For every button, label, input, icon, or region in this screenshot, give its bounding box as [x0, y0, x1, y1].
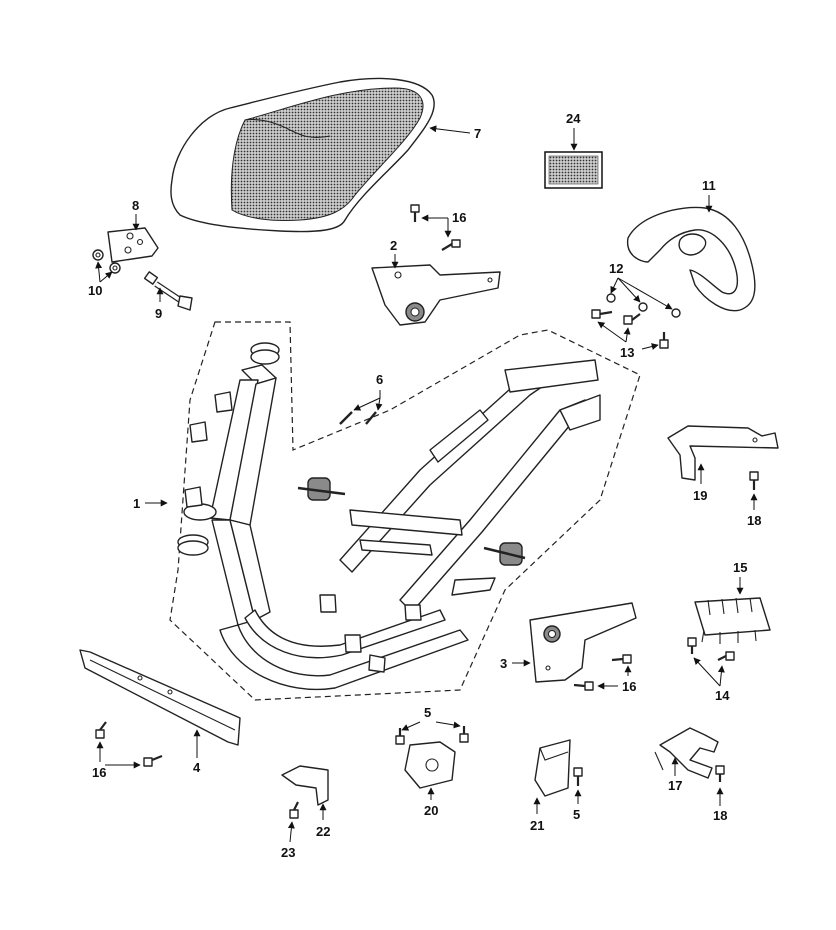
- seat-part[interactable]: [170, 77, 435, 233]
- callout-16-right: 16: [597, 665, 636, 694]
- screw-part-18-lower[interactable]: [715, 765, 725, 782]
- bolt-part[interactable]: [143, 271, 193, 311]
- callout-label-21: 21: [530, 818, 544, 833]
- screw-part-right[interactable]: [573, 654, 632, 691]
- cross-bar-part[interactable]: [79, 649, 241, 746]
- screw-part-14[interactable]: [687, 637, 735, 661]
- callout-1: 1: [133, 496, 168, 511]
- bracket-part-17[interactable]: [654, 727, 719, 779]
- callout-label-18: 18: [713, 808, 727, 823]
- callout-label-1: 1: [133, 496, 140, 511]
- callout-16-left: 16: [92, 741, 141, 780]
- callout-9: 9: [155, 287, 164, 321]
- callout-label-16: 16: [622, 679, 636, 694]
- mount-plate-part[interactable]: [404, 741, 456, 789]
- nut-part[interactable]: [92, 249, 121, 274]
- pin-part[interactable]: [339, 411, 377, 425]
- frame-assembly-boundary: [169, 321, 641, 701]
- callout-12: 12: [609, 261, 673, 310]
- screw-part-5-right[interactable]: [573, 767, 583, 786]
- callout-18-lower: 18: [713, 787, 727, 823]
- callout-2: 2: [390, 238, 399, 269]
- bracket-part-19[interactable]: [667, 425, 779, 481]
- screw-part-18-upper[interactable]: [749, 471, 759, 490]
- callout-label-5: 5: [424, 705, 431, 720]
- callout-label-13: 13: [620, 345, 634, 360]
- callout-label-15: 15: [733, 560, 747, 575]
- clip-bracket-part[interactable]: [281, 765, 329, 806]
- callout-23: 23: [281, 821, 295, 860]
- screw-part-13[interactable]: [591, 309, 669, 349]
- callout-14: 14: [693, 657, 730, 703]
- side-cover-part-2[interactable]: [371, 264, 501, 326]
- callout-label-16: 16: [452, 210, 466, 225]
- screw-part[interactable]: [410, 204, 461, 251]
- callout-11: 11: [702, 178, 716, 213]
- callout-label-2: 2: [390, 238, 397, 253]
- callout-24: 24: [566, 111, 581, 151]
- callout-21: 21: [530, 797, 544, 833]
- callout-label-6: 6: [376, 372, 383, 387]
- callout-label-9: 9: [155, 306, 162, 321]
- callout-label-3: 3: [500, 656, 507, 671]
- main-frame-part[interactable]: [177, 342, 601, 691]
- callout-18-upper: 18: [747, 493, 761, 528]
- callout-3: 3: [500, 656, 531, 671]
- callout-17: 17: [668, 757, 682, 793]
- seat-hinge-bracket-part[interactable]: [107, 227, 159, 263]
- callout-label-12: 12: [609, 261, 623, 276]
- callout-label-20: 20: [424, 803, 438, 818]
- callout-label-11: 11: [702, 178, 716, 193]
- callout-22: 22: [316, 803, 330, 839]
- label-sticker-part[interactable]: [544, 151, 603, 189]
- screw-part-5[interactable]: [395, 726, 469, 745]
- callout-5-right: 5: [573, 789, 582, 822]
- washer-part[interactable]: [606, 293, 681, 318]
- callout-19: 19: [693, 463, 707, 503]
- cover-bracket-part[interactable]: [534, 739, 571, 797]
- callout-5-left: 5: [401, 705, 461, 731]
- callout-label-8: 8: [132, 198, 139, 213]
- callout-label-22: 22: [316, 824, 330, 839]
- callout-label-16: 16: [92, 765, 106, 780]
- callout-6: 6: [353, 372, 383, 411]
- callout-4: 4: [193, 729, 201, 775]
- callout-8: 8: [132, 198, 140, 231]
- callout-13: 13: [597, 321, 659, 360]
- callout-label-14: 14: [715, 688, 730, 703]
- callout-20: 20: [424, 787, 438, 818]
- callout-label-24: 24: [566, 111, 581, 126]
- callout-label-19: 19: [693, 488, 707, 503]
- grab-rail-part[interactable]: [626, 206, 756, 312]
- screw-part-bottom-left[interactable]: [95, 721, 163, 767]
- callout-label-4: 4: [193, 760, 201, 775]
- callout-10: 10: [88, 261, 113, 298]
- regulator-part[interactable]: [694, 597, 771, 644]
- callout-label-7: 7: [474, 126, 481, 141]
- callout-label-23: 23: [281, 845, 295, 860]
- side-cover-part-3[interactable]: [529, 602, 637, 683]
- callout-16-top: 16: [421, 210, 466, 238]
- callout-label-18: 18: [747, 513, 761, 528]
- callout-15: 15: [733, 560, 747, 595]
- callout-label-10: 10: [88, 283, 102, 298]
- callout-7: 7: [429, 125, 481, 141]
- callout-label-17: 17: [668, 778, 682, 793]
- callout-label-5: 5: [573, 807, 580, 822]
- screw-part-23[interactable]: [289, 801, 299, 819]
- rubber-mount-part[interactable]: [297, 477, 526, 566]
